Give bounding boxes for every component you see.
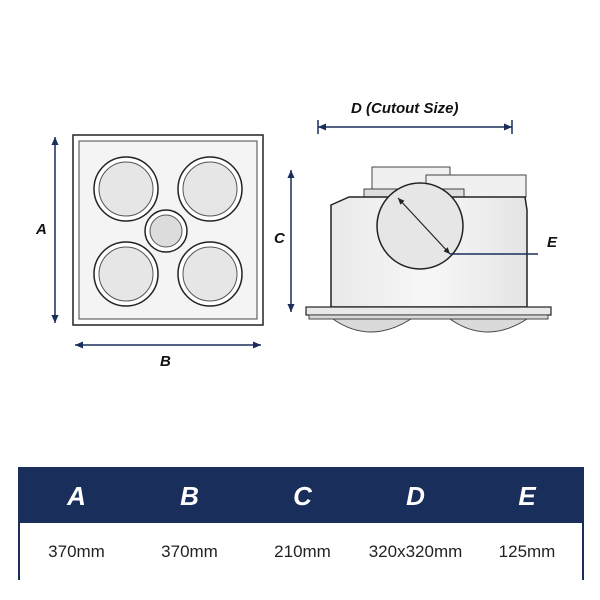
header-b: B (180, 480, 199, 511)
value-d: 320x320mm (368, 541, 463, 561)
side-view: E C D (Cutout Size) (274, 100, 558, 333)
outlet-dome-left (331, 318, 413, 333)
dimension-d-label: D (Cutout Size) (351, 100, 458, 117)
outlet-top-left (93, 156, 159, 222)
table-header-row: A B C D E (20, 469, 582, 523)
header-c: C (293, 480, 312, 511)
dimension-e-label: E (547, 234, 558, 251)
top-view: A B (35, 134, 264, 370)
header-e: E (518, 480, 536, 511)
value-a: 370mm (48, 541, 105, 561)
dimension-e-arrow (397, 197, 451, 255)
dimension-a-label: A (35, 221, 47, 238)
dimension-c-label: C (274, 230, 286, 247)
value-c: 210mm (274, 541, 331, 561)
outlet-bottom-right (177, 241, 243, 307)
header-d: D (406, 480, 425, 511)
value-b: 370mm (161, 541, 218, 561)
outlet-dome-right (448, 318, 529, 333)
flange-lip (308, 314, 549, 320)
table-row: 370mm 370mm 210mm 320x320mm 125mm (20, 523, 582, 580)
spigot (376, 182, 464, 270)
outlet-bottom-left (93, 241, 159, 307)
flange (305, 306, 552, 316)
dimension-b-label: B (160, 353, 171, 370)
header-a: A (67, 480, 86, 511)
technical-drawing: A B E C D (Cutout Size) (35, 100, 558, 370)
dimensions-table: A B C D E 370mm 370mm 210mm 320x320mm 12… (18, 467, 584, 580)
center-outlet (144, 209, 188, 253)
outlet-top-right (177, 156, 243, 222)
value-e: 125mm (498, 541, 556, 561)
